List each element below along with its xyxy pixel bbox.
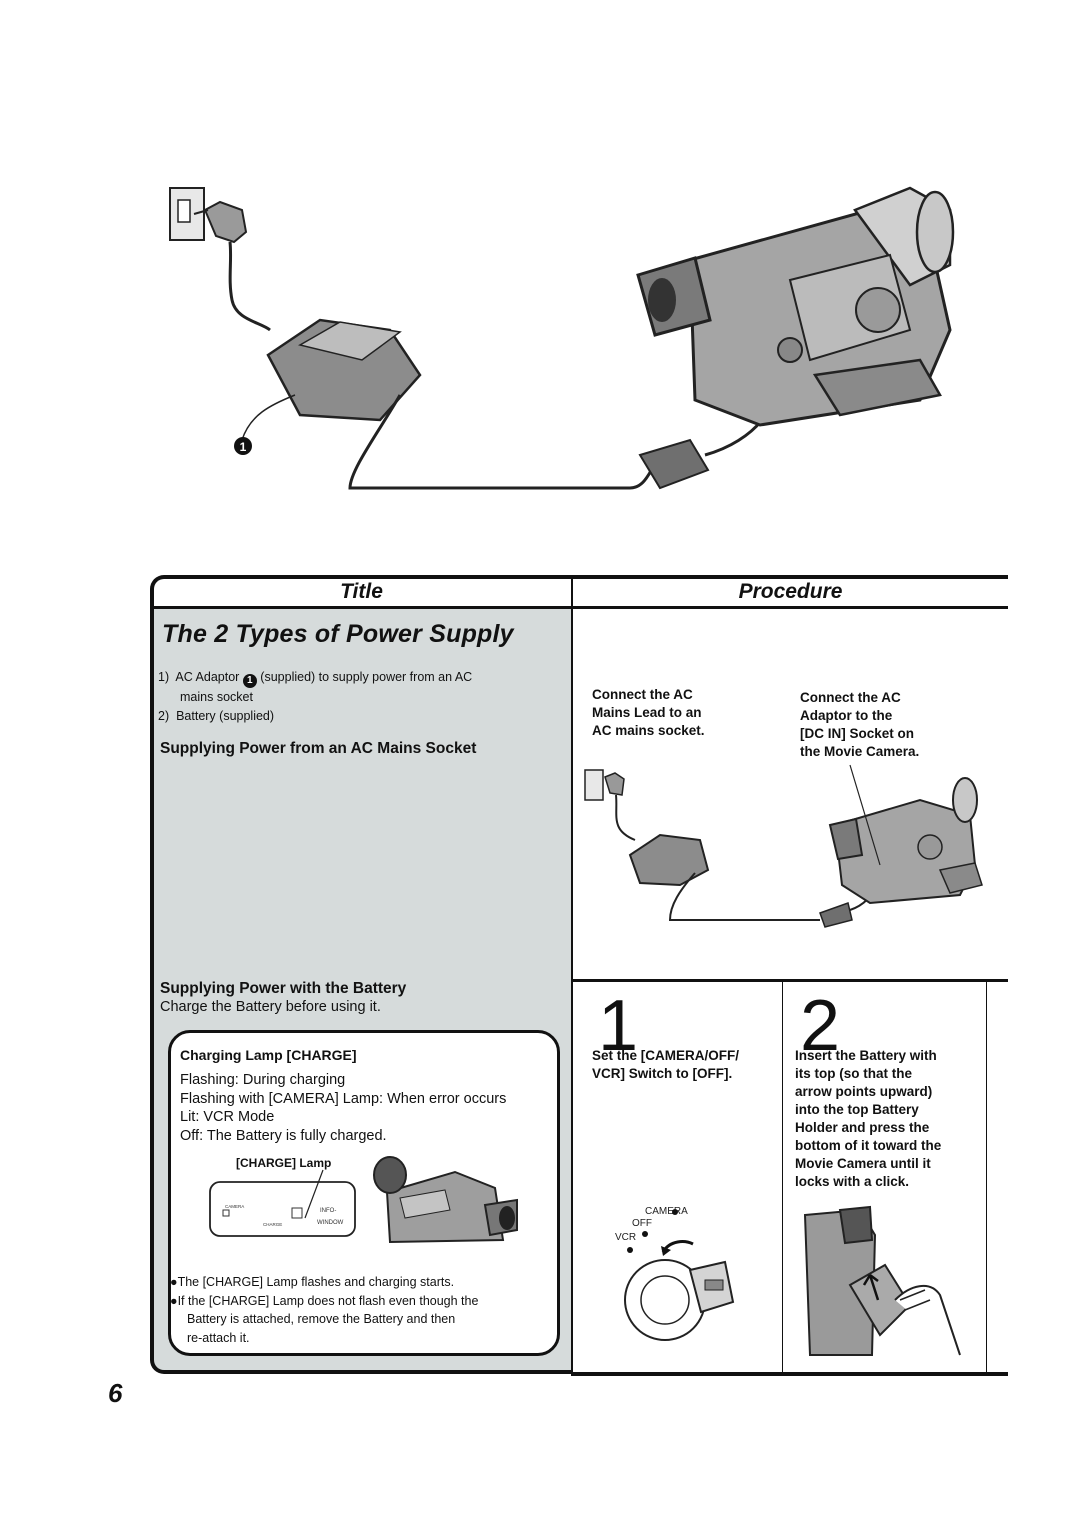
- camcorder-side-view: [373, 1156, 518, 1244]
- panel-label-charge: CHARGE: [263, 1222, 282, 1227]
- battery-heading: Supplying Power with the Battery: [160, 980, 407, 997]
- table-header: [150, 575, 1008, 609]
- step-right-rule: [986, 980, 987, 1373]
- column-divider: [571, 575, 573, 1375]
- ac-step-mains: Connect the AC Mains Lead to an AC mains…: [592, 687, 705, 738]
- section-title: The 2 Types of Power Supply: [162, 620, 514, 648]
- charge-bullets: ●The [CHARGE] Lamp flashes and charging …: [170, 1273, 478, 1347]
- ac-heading: Supplying Power from an AC Mains Socket: [160, 740, 477, 757]
- header-procedure: Procedure: [738, 580, 843, 603]
- supply-item-1: 1) AC Adaptor 1 (supplied) to supply pow…: [158, 670, 473, 688]
- ac-connection-illustration: 1: [169, 186, 955, 490]
- ferrite-core: [638, 438, 710, 490]
- step-row-rule: [573, 979, 1008, 982]
- battery-sub: Charge the Battery before using it.: [160, 999, 381, 1015]
- charge-bullet-2-cont-a: Battery is attached, remove the Battery …: [187, 1312, 456, 1326]
- charge-bullet-2-cont-b: re-attach it.: [187, 1330, 250, 1345]
- charge-bullet-2: ●If the [CHARGE] Lamp does not flash eve…: [170, 1293, 479, 1308]
- step-1-number: 1: [598, 986, 639, 1066]
- step-2-text: Insert the Battery with its top (so that…: [795, 1048, 942, 1189]
- charge-line-error: Flashing with [CAMERA] Lamp: When error …: [180, 1091, 507, 1107]
- supply-item-2: 2) Battery (supplied): [158, 709, 275, 723]
- adaptor-marker: 1: [240, 440, 247, 454]
- camcorder: [636, 186, 955, 427]
- charge-box-heading: Charging Lamp [CHARGE]: [180, 1047, 357, 1063]
- wall-socket: [169, 187, 205, 241]
- switch-label-vcr: VCR: [615, 1232, 636, 1243]
- camera-off-vcr-switch: CAMERA OFF VCR: [615, 1206, 735, 1341]
- switch-label-camera: CAMERA: [645, 1206, 688, 1217]
- supply-item-1-cont: mains socket: [180, 690, 253, 704]
- panel-label-window: WINDOW: [317, 1220, 344, 1226]
- step-2-number: 2: [800, 986, 841, 1066]
- charge-line-off: Off: The Battery is fully charged.: [180, 1128, 387, 1144]
- page-number: 6: [108, 1378, 123, 1408]
- mains-plug: [193, 200, 248, 244]
- header-title: Title: [340, 580, 383, 603]
- charge-bullet-1: ●The [CHARGE] Lamp flashes and charging …: [170, 1275, 455, 1289]
- ac-procedure-illustration: [584, 764, 983, 928]
- ac-adaptor: [266, 318, 422, 422]
- charge-line-flashing: Flashing: During charging: [180, 1072, 346, 1088]
- switch-label-off: OFF: [632, 1218, 652, 1229]
- charge-line-lit: Lit: VCR Mode: [180, 1109, 275, 1125]
- supply-list: 1) AC Adaptor 1 (supplied) to supply pow…: [158, 668, 563, 726]
- adaptor-marker-inline: 1: [242, 674, 257, 688]
- charge-lamp-label: [CHARGE] Lamp: [236, 1156, 332, 1170]
- step-divider: [782, 980, 783, 1373]
- charge-lamp-figure: CAMERA CHARGE INFO- WINDOW: [209, 1156, 518, 1244]
- battery-insert-illustration: [803, 1205, 961, 1356]
- ac-step-dc-in: Connect the AC Adaptor to the [DC IN] So…: [800, 690, 920, 759]
- panel-label-camera: CAMERA: [225, 1204, 244, 1209]
- step-1-text: Set the [CAMERA/OFF/ VCR] Switch to [OFF…: [592, 1048, 739, 1081]
- panel-label-info: INFO-: [320, 1208, 336, 1214]
- table-bottom-rule: [571, 1372, 1008, 1376]
